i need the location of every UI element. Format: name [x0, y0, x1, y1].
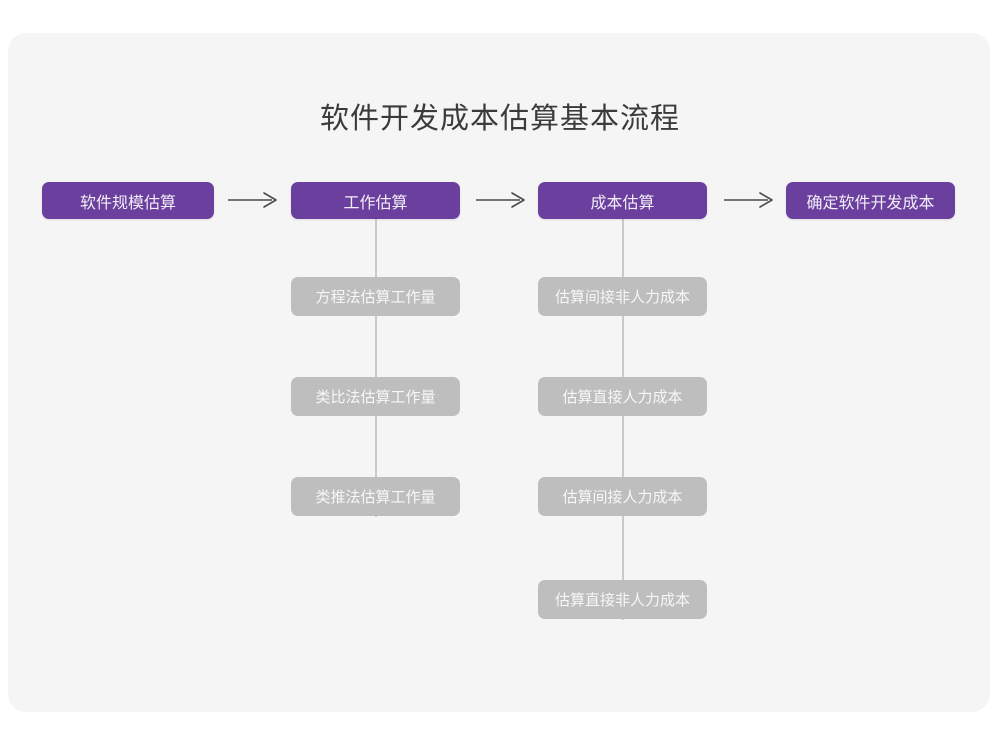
stage-node-label: 确定软件开发成本 [806, 194, 935, 212]
substep-node-label: 方程法估算工作量 [315, 289, 436, 306]
arrow-stage2-to-stage3 [476, 192, 525, 208]
substep-node-label: 估算间接人力成本 [562, 489, 683, 506]
page-title: 软件开发成本估算基本流程 [319, 103, 680, 135]
substep-node-label: 类推法估算工作量 [315, 489, 436, 506]
arrow-stage1-to-stage2 [228, 192, 277, 208]
stage-node-label: 成本估算 [590, 194, 655, 212]
substep-node-direct-labor-cost[interactable]: 估算直接人力成本 [538, 377, 707, 416]
connector-line-stage3 [621, 218, 624, 620]
stage-node-effort-estimation[interactable]: 工作估算 [291, 182, 460, 219]
substep-node-inference-method-effort[interactable]: 类推法估算工作量 [291, 477, 460, 516]
diagram-card [8, 33, 990, 712]
arrow-stage3-to-stage4 [724, 192, 773, 208]
substep-node-indirect-labor-cost[interactable]: 估算间接人力成本 [538, 477, 707, 516]
stage-node-software-scale-estimation[interactable]: 软件规模估算 [42, 182, 214, 219]
stage-node-determine-development-cost[interactable]: 确定软件开发成本 [786, 182, 955, 219]
substep-node-analogy-method-effort[interactable]: 类比法估算工作量 [291, 377, 460, 416]
substep-node-indirect-nonlabor-cost[interactable]: 估算间接非人力成本 [538, 277, 707, 316]
stage-node-cost-estimation[interactable]: 成本估算 [538, 182, 707, 219]
substep-node-label: 类比法估算工作量 [315, 389, 436, 406]
substep-node-label: 估算直接非人力成本 [554, 592, 690, 609]
substep-node-direct-nonlabor-cost[interactable]: 估算直接非人力成本 [538, 580, 707, 619]
substep-node-label: 估算间接非人力成本 [554, 289, 690, 306]
substep-node-equation-method-effort[interactable]: 方程法估算工作量 [291, 277, 460, 316]
stage-node-label: 软件规模估算 [79, 194, 176, 212]
connector-line-stage2 [374, 218, 377, 517]
substep-node-label: 估算直接人力成本 [562, 389, 683, 406]
stage-node-label: 工作估算 [343, 194, 408, 212]
